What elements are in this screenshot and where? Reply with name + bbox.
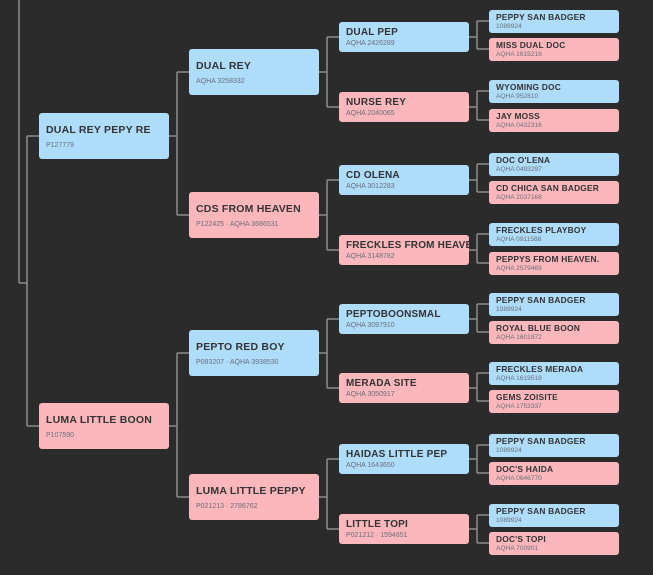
horse-name: JAY MOSS [496, 111, 540, 121]
registration-number: 1089924 [496, 306, 522, 313]
horse-name: MISS DUAL DOC [496, 40, 566, 50]
horse-name: WYOMING DOC [496, 82, 562, 92]
registration-number: AQHA 1643650 [346, 462, 395, 469]
registration-number: P021213 · 2786762 [196, 502, 258, 510]
horse-name: GEMS ZOISITE [496, 392, 558, 402]
horse-name: DUAL REY PEPY RE [46, 123, 151, 136]
registration-number: P122425 · AQHA 3686531 [196, 220, 279, 228]
sire-node-gen2[interactable]: PEPTO RED BOY P083207 · AQHA 3938530 [189, 330, 319, 376]
registration-number: AQHA 3258332 [196, 77, 245, 85]
horse-name: FRECKLES MERADA [496, 364, 584, 374]
sire-node-gen1[interactable]: DUAL REY PEPY RE P127779 [39, 113, 169, 159]
horse-name: PEPPY SAN BADGER [496, 12, 586, 22]
horse-name: PEPPYS FROM HEAVEN. [496, 254, 600, 264]
horse-name: ROYAL BLUE BOON [496, 323, 580, 333]
registration-number: AQHA 1615218 [496, 51, 542, 58]
registration-number: P021212 · 1594651 [346, 532, 408, 539]
sire-node-gen3[interactable]: PEPTOBOONSMAL AQHA 3097910 [339, 304, 469, 334]
horse-name: PEPTOBOONSMAL [346, 309, 441, 320]
sire-node-gen3[interactable]: CD OLENA AQHA 3012283 [339, 165, 469, 195]
horse-name: FRECKLES FROM HEAVEN [346, 240, 469, 251]
registration-number: AQHA 1619518 [496, 375, 542, 382]
registration-number: AQHA 0646770 [496, 475, 542, 482]
horse-name: LITTLE TOPI [346, 519, 409, 530]
registration-number: AQHA 0493297 [496, 166, 542, 173]
registration-number: AQHA 2579469 [496, 265, 542, 272]
registration-number: AQHA 1601972 [496, 334, 542, 341]
registration-number: AQHA 3097910 [346, 322, 395, 329]
registration-number: 1089924 [496, 517, 522, 524]
sire-node-gen3[interactable]: HAIDAS LITTLE PEP AQHA 1643650 [339, 444, 469, 474]
registration-number: AQHA 3050917 [346, 391, 395, 398]
registration-number: P107590 [46, 431, 75, 439]
horse-name: LUMA LITTLE BOON [46, 413, 153, 426]
registration-number: AQHA 0911588 [496, 236, 542, 243]
dam-node-gen3[interactable]: MERADA SITE AQHA 3050917 [339, 373, 469, 403]
horse-name: CD OLENA [346, 170, 400, 181]
horse-name: FRECKLES PLAYBOY [496, 225, 587, 235]
dam-node-gen3[interactable]: FRECKLES FROM HEAVEN AQHA 3148782 [339, 235, 469, 265]
horse-name: PEPPY SAN BADGER [496, 436, 586, 446]
horse-name: MERADA SITE [346, 378, 417, 389]
registration-number: AQHA 2037168 [496, 194, 542, 201]
horse-name: NURSE REY [346, 97, 407, 108]
dam-node-gen3[interactable]: LITTLE TOPI P021212 · 1594651 [339, 514, 469, 544]
dam-node-gen3[interactable]: NURSE REY AQHA 2040065 [339, 92, 469, 122]
dam-node-gen2[interactable]: LUMA LITTLE PEPPY P021213 · 2786762 [189, 474, 319, 520]
sire-node-gen2[interactable]: DUAL REY AQHA 3258332 [189, 49, 319, 95]
registration-number: AQHA 0432316 [496, 122, 542, 129]
horse-name: PEPTO RED BOY [196, 340, 285, 353]
horse-name: DUAL REY [196, 59, 252, 72]
registration-number: 1089924 [496, 447, 522, 454]
registration-number: AQHA 3012283 [346, 183, 395, 190]
registration-number: AQHA 700901 [496, 545, 539, 552]
horse-name: HAIDAS LITTLE PEP [346, 449, 448, 460]
sire-node-gen3[interactable]: DUAL PEP AQHA 2426289 [339, 22, 469, 52]
dam-node-gen4[interactable]: PEPPYS FROM HEAVEN.AQHA 2579469 [489, 251, 619, 275]
registration-number: P127779 [46, 141, 75, 149]
horse-name: CD CHICA SAN BADGER [496, 183, 600, 193]
registration-number: AQHA 3148782 [346, 253, 395, 260]
registration-number: AQHA 952810 [496, 93, 539, 100]
registration-number: AQHA 2426289 [346, 40, 395, 47]
horse-name: DOC O'LENA [496, 155, 551, 165]
registration-number: 1089924 [496, 23, 522, 30]
horse-name: CDS FROM HEAVEN [196, 202, 301, 215]
horse-name: PEPPY SAN BADGER [496, 506, 586, 516]
dam-node-gen1[interactable]: LUMA LITTLE BOON P107590 [39, 403, 169, 449]
horse-name: DUAL PEP [346, 27, 398, 38]
registration-number: P083207 · AQHA 3938530 [196, 358, 279, 366]
registration-number: AQHA 1753337 [496, 403, 542, 410]
horse-name: DOC'S TOPI [496, 534, 546, 544]
registration-number: AQHA 2040065 [346, 110, 395, 117]
horse-name: PEPPY SAN BADGER [496, 295, 586, 305]
horse-name: DOC'S HAIDA [496, 464, 554, 474]
horse-name: LUMA LITTLE PEPPY [196, 484, 306, 497]
dam-node-gen2[interactable]: CDS FROM HEAVEN P122425 · AQHA 3686531 [189, 192, 319, 238]
